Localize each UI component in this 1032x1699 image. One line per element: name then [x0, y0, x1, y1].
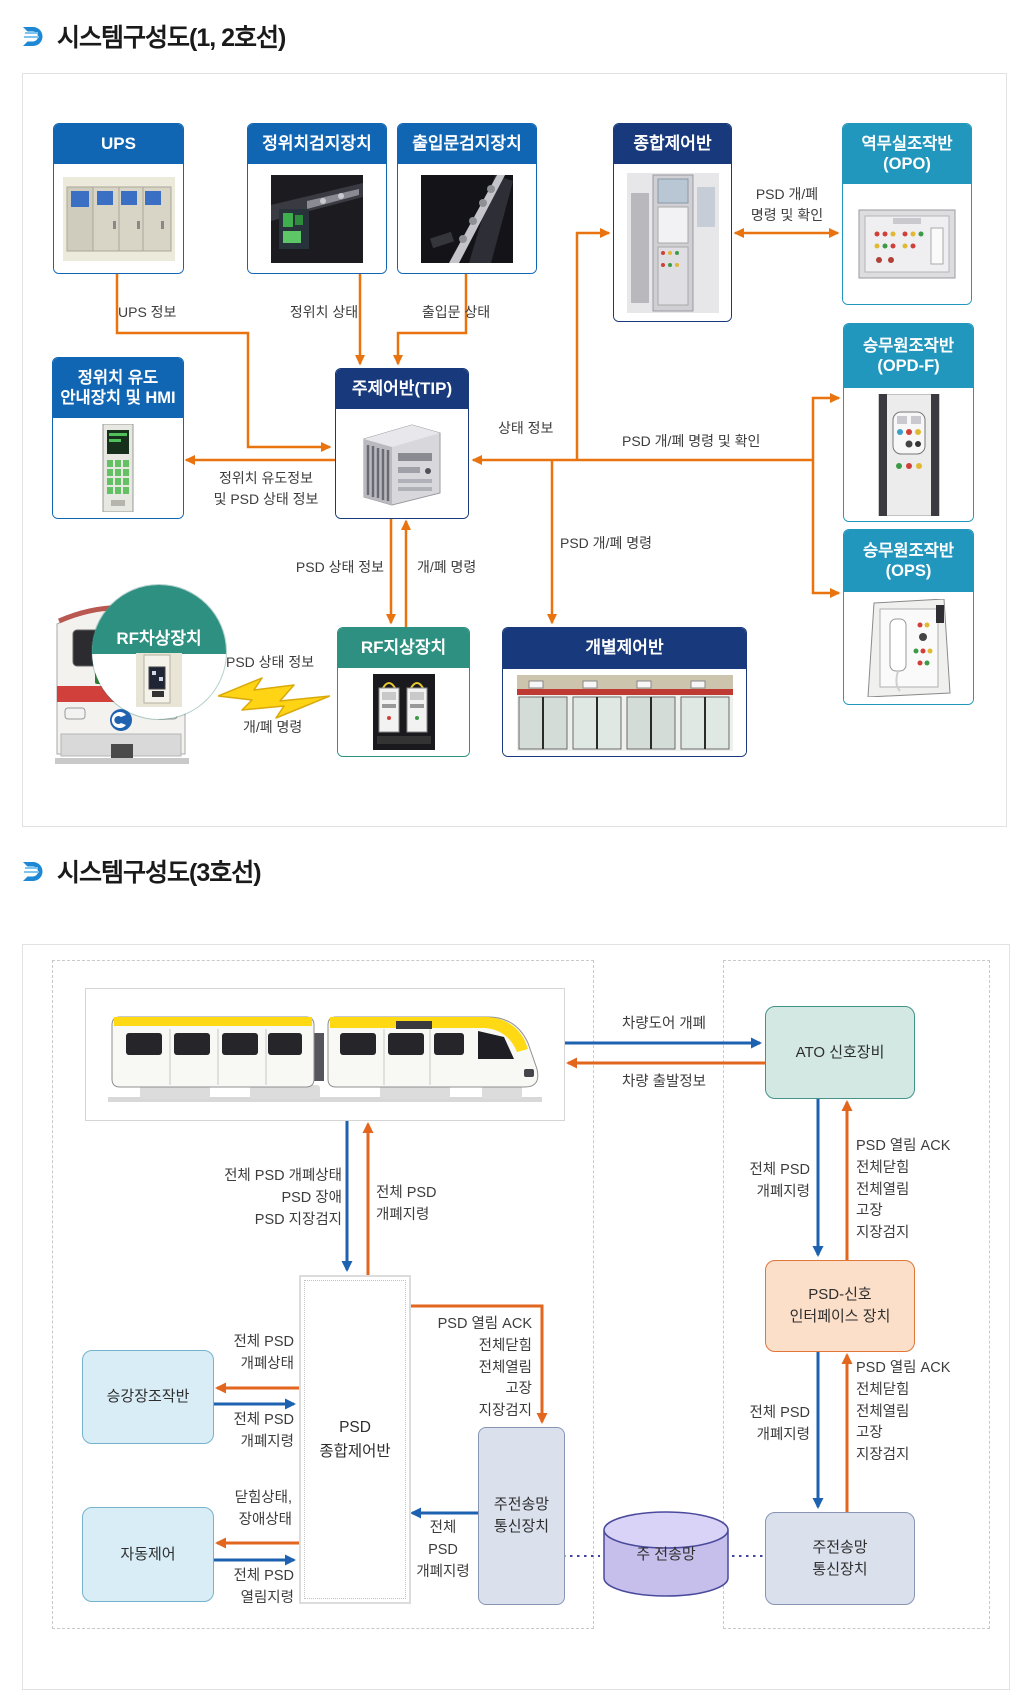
label-open-cmd: 전체 PSD 열림지령 [233, 1568, 294, 1606]
section-title-2: 시스템구성도(3호선) [20, 853, 262, 889]
box-rf-ground: RF지상장치 [337, 627, 470, 757]
rf-onboard-photo [136, 653, 182, 707]
box-comm-right: 주전송망 통신장치 [765, 1512, 915, 1605]
box-main-control: 종합제어반 [613, 123, 732, 322]
network-cylinder [603, 1511, 729, 1597]
label-psd-status-mid: PSD 상태 정보 [295, 559, 384, 575]
box-tip-header: 주제어반(TIP) [336, 369, 468, 409]
box-ops: 승무원조작반 (OPS) [843, 529, 974, 705]
label-cmd-confirm-right: PSD 개/폐 명령 및 확인 [622, 433, 761, 449]
box-position-detector-header: 정위치검지장치 [248, 124, 386, 164]
label-all-state3: 전체 PSD 개폐상태 PSD 장애 PSD 지장검지 [224, 1168, 342, 1228]
box-auto-control: 자동제어 [82, 1507, 214, 1602]
label-ack-left: PSD 열림 ACK 전체닫힘 전체열림 고장 지장검지 [437, 1316, 532, 1419]
box-psd-main: PSD 종합제어반 [299, 1275, 411, 1604]
box-opo: 역무실조작반 (OPO) [842, 123, 972, 305]
rf-ground-photo [372, 674, 435, 750]
train-side-box [85, 988, 565, 1121]
label-guide-info: 정위치 유도정보 및 PSD 상태 정보 [213, 470, 319, 507]
label-door-oc: 차량도어 개폐 [621, 1016, 707, 1032]
label-all-cmd-lower: 전체 PSD 개폐지령 [749, 1405, 810, 1443]
box-platform-panel: 승강장조작반 [82, 1350, 214, 1444]
box-opo-header: 역무실조작반 (OPO) [843, 124, 971, 184]
label-all-state2: 전체 PSD 개폐상태 [233, 1334, 294, 1372]
opo-photo [858, 209, 956, 279]
label-rf-status: PSD 상태 정보 [226, 654, 315, 670]
box-main-control-header: 종합제어반 [614, 124, 731, 164]
box-individual: 개별제어반 [502, 627, 747, 757]
door-detector-photo [421, 174, 513, 263]
box-opdf-header: 승무원조작반 (OPD-F) [844, 324, 973, 388]
station-side-region [52, 960, 594, 1629]
label-all-cmd-train: 전체 PSD 개폐지령 [376, 1185, 437, 1223]
section-title-2-text: 시스템구성도(3호선) [57, 859, 262, 887]
label-closed-state: 닫힘상태, 장애상태 [234, 1490, 292, 1528]
box-position-detector: 정위치검지장치 [247, 123, 387, 274]
box-hmi-header: 정위치 유도 안내장치 및 HMI [53, 358, 183, 418]
label-ups-info: UPS 정보 [118, 304, 177, 320]
box-ups: UPS [53, 123, 184, 274]
label-platform-cmd: 전체 PSD 개폐지령 [233, 1412, 294, 1450]
opdf-photo [878, 393, 939, 516]
label-oc-cmd-mid: 개/폐 명령 [417, 559, 477, 575]
box-hmi: 정위치 유도 안내장치 및 HMI [52, 357, 184, 519]
label-rf-cmd: 개/폐 명령 [243, 719, 303, 735]
label-status-info: 상태 정보 [498, 420, 554, 436]
rf-onboard-circle: RF차상장치 [92, 585, 226, 719]
box-comm-left: 주전송망 통신장치 [478, 1427, 565, 1605]
train-side-photo [108, 1016, 542, 1102]
signal-side-region [723, 960, 990, 1629]
label-all-cmd-vertical: 전체 PSD 개폐지령 [416, 1520, 470, 1580]
label-ack-top: PSD 열림 ACK 전체닫힘 전체열림 고장 지장검지 [856, 1138, 951, 1241]
hmi-photo [102, 424, 134, 512]
box-ato: ATO 신호장비 [765, 1006, 915, 1099]
label-ack-bottom: PSD 열림 ACK 전체닫힘 전체열림 고장 지장검지 [856, 1360, 951, 1463]
tip-photo [363, 423, 441, 506]
section-title-1: 시스템구성도(1, 2호선) [20, 18, 286, 54]
box-individual-header: 개별제어반 [503, 628, 746, 669]
metro-logo-icon [23, 861, 43, 881]
box-psd-interface: PSD-신호 인터페이스 장치 [765, 1260, 915, 1352]
label-door-status: 출입문 상태 [421, 304, 491, 320]
label-cmd-confirm-top: PSD 개/폐 명령 및 확인 [750, 186, 824, 223]
ups-photo [62, 176, 175, 261]
box-tip: 주제어반(TIP) [335, 368, 469, 519]
label-all-cmd-ato: 전체 PSD 개폐지령 [749, 1162, 810, 1200]
main-control-photo [626, 172, 719, 313]
box-ops-header: 승무원조작반 (OPS) [844, 530, 973, 592]
box-rf-ground-header: RF지상장치 [338, 628, 469, 668]
metro-logo-icon [23, 26, 43, 46]
box-psd-main-label: PSD 종합제어반 [319, 1419, 391, 1460]
position-detector-photo [271, 174, 363, 263]
ops-photo [866, 599, 951, 697]
box-door-detector: 출입문검지장치 [397, 123, 537, 274]
lightning-icon [218, 677, 330, 719]
box-ups-header: UPS [54, 124, 183, 164]
box-opdf: 승무원조작반 (OPD-F) [843, 323, 974, 522]
network-label: 주 전송망 [636, 1546, 696, 1563]
label-pos-status: 정위치 상태 [289, 304, 359, 320]
individual-photo [516, 674, 733, 751]
section-title-1-text: 시스템구성도(1, 2호선) [57, 24, 286, 52]
label-departure: 차량 출발정보 [621, 1074, 707, 1090]
box-door-detector-header: 출입문검지장치 [398, 124, 536, 164]
label-psd-oc-cmd: PSD 개/폐 명령 [560, 535, 652, 551]
